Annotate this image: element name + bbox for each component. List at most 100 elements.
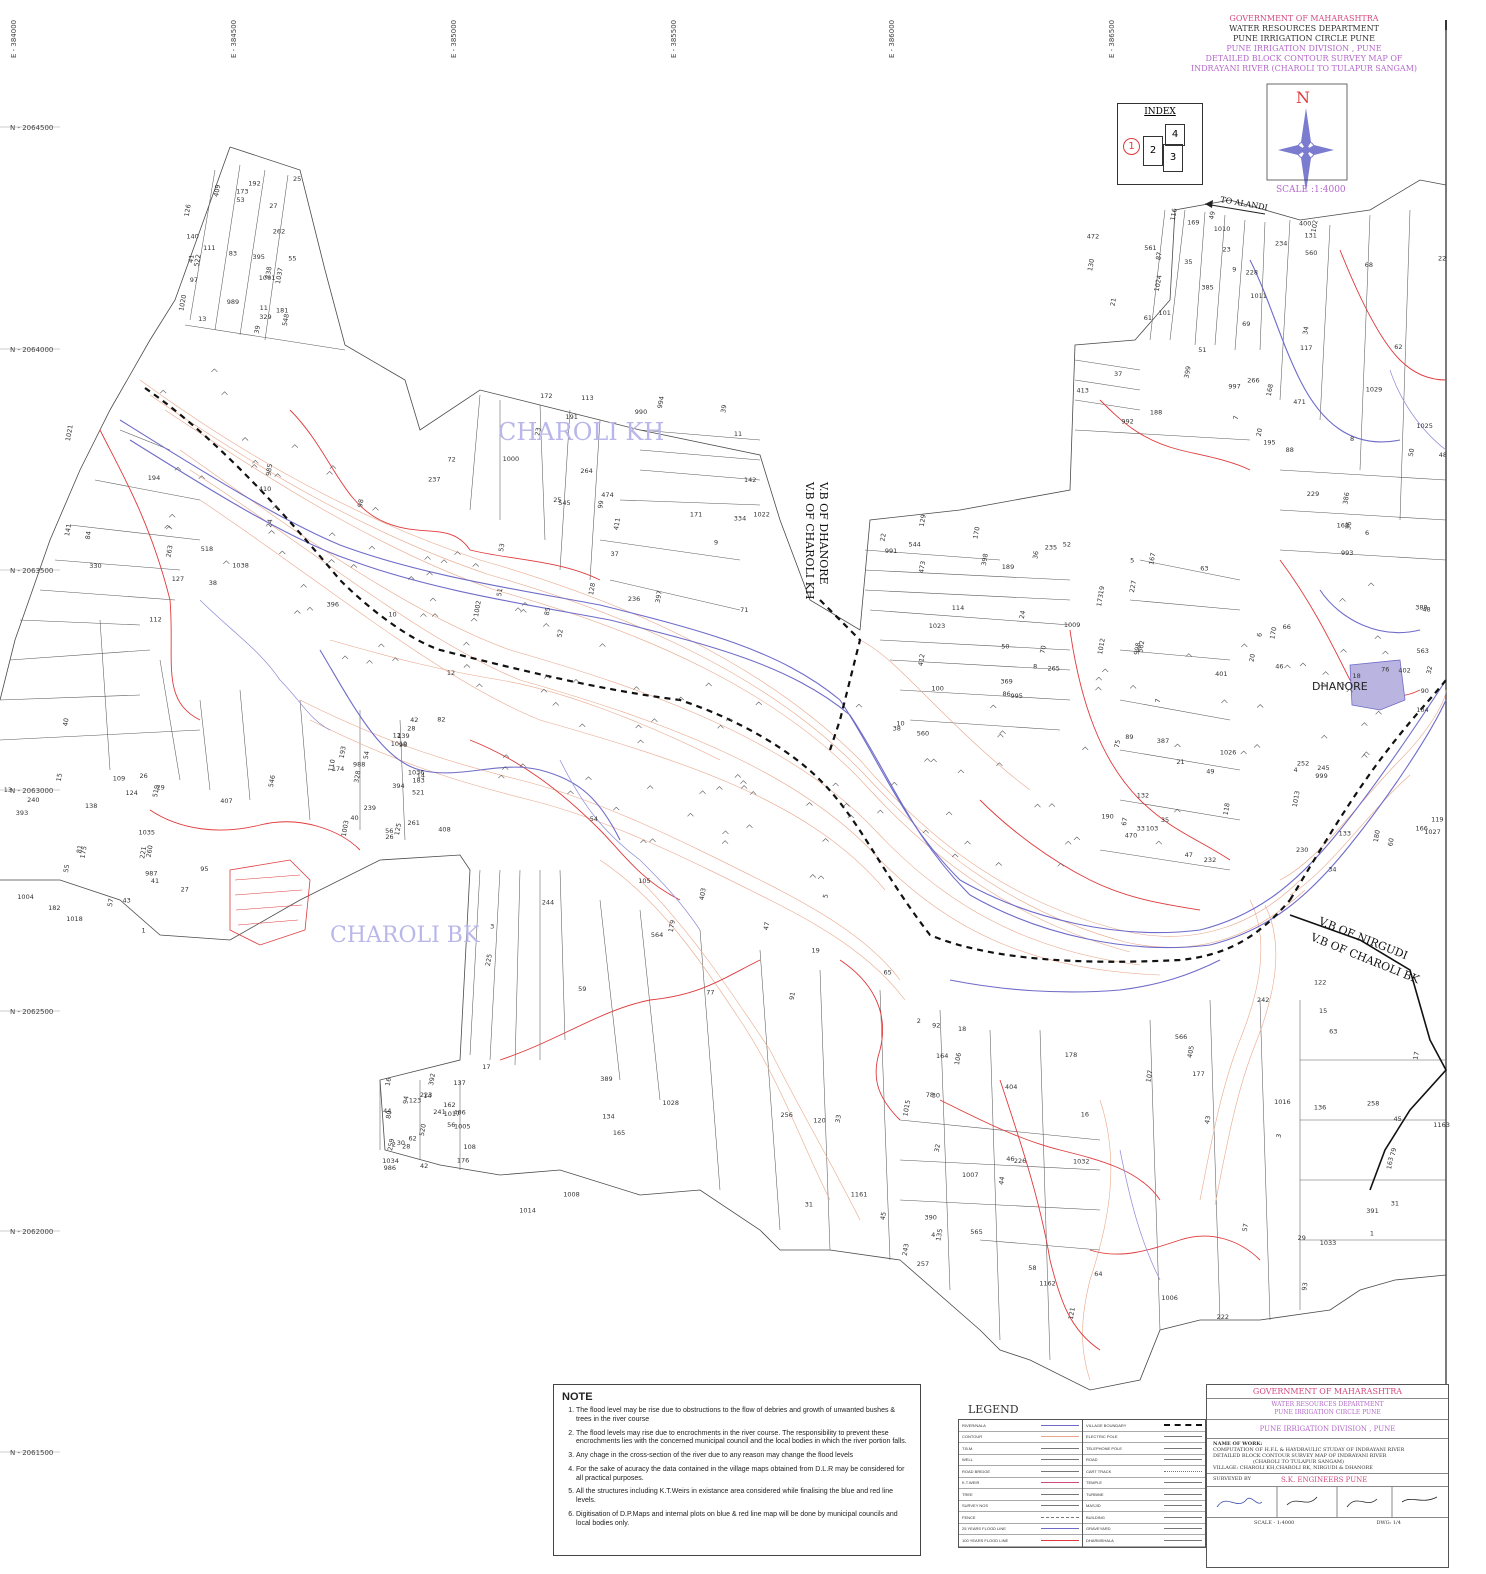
plot-number: 98 [356, 498, 365, 508]
tree-icon [378, 643, 385, 648]
legend-label: CONTOUR [962, 1434, 983, 1440]
hatched-patch [229, 859, 311, 946]
plot-number: 31 [1391, 1200, 1399, 1208]
plot-number: 39 [253, 325, 262, 335]
plot-number: 227 [1128, 580, 1138, 594]
northing-label: N - 2062500 [10, 1008, 53, 1016]
plot-number: 179 [667, 919, 677, 933]
tree-icon [1155, 840, 1163, 845]
plot-number: 20 [1255, 428, 1264, 438]
legend-row: DHARMSHALA [1083, 1535, 1205, 1547]
plot-number: 90 [1421, 687, 1429, 695]
plot-number: 17 [482, 1063, 490, 1071]
tree-icon [995, 862, 1002, 866]
plot-number: 401 [1215, 670, 1227, 678]
tree-icon [1375, 710, 1382, 715]
plot-number: 105 [638, 877, 650, 885]
plot-number: 170 [1268, 626, 1278, 640]
tb-surveyed-label: SURVEYED BY [1213, 1476, 1251, 1482]
easting-label: E - 386000 [888, 20, 896, 58]
plot-number: 62 [409, 1134, 417, 1142]
plot-number: 258 [1367, 1099, 1379, 1107]
plot-number: 9 [1232, 266, 1236, 274]
legend-label: RIVER/NALA [962, 1422, 986, 1428]
tree-icon [687, 812, 694, 817]
plot-number: 1021 [64, 424, 75, 442]
plot-number: 521 [412, 788, 424, 796]
tree-icon [241, 437, 249, 441]
plot-number: 260 [145, 845, 155, 859]
plot-number: 40 [61, 717, 70, 727]
plot-number: 195 [1263, 439, 1275, 447]
plot-number: 1163 [1433, 1121, 1450, 1129]
village-charoli-kh: CHAROLI KH [498, 418, 664, 446]
plot-number: 75 [1113, 739, 1122, 749]
plot-number: 16 [384, 1077, 393, 1087]
plot-number: 392 [427, 1073, 437, 1087]
tree-icon [392, 657, 399, 662]
tree-icon [498, 774, 505, 779]
tree-icon [1129, 684, 1137, 689]
plot-number: 37 [1114, 370, 1122, 378]
north-arrow-frame [1266, 83, 1348, 181]
note-item: Digitisation of D.P.Maps and internal pl… [576, 1511, 912, 1529]
plot-number: 53 [236, 196, 244, 204]
plot-number: 29 [157, 783, 165, 791]
plot-number: 1027 [1424, 828, 1441, 836]
tree-icon [520, 608, 527, 613]
plot-number: 57 [1241, 1223, 1250, 1233]
plot-number: 88 [1286, 446, 1294, 454]
easting-label: E - 385000 [450, 20, 458, 58]
plot-number: 242 [1257, 996, 1269, 1004]
plot-number: 118 [1222, 802, 1232, 816]
plot-number: 188 [1150, 409, 1162, 417]
tree-icon [1057, 862, 1064, 867]
plot-number: 59 [578, 985, 586, 993]
plot-number: 132 [1137, 792, 1149, 800]
plot-number: 31 [805, 1200, 813, 1208]
plot-number: 1004 [17, 893, 34, 901]
plot-number: 400 [1299, 220, 1311, 228]
plot-number: 16 [1081, 1111, 1089, 1119]
plot-number: 229 [1307, 490, 1319, 498]
plot-number: 26 [140, 772, 148, 780]
plot-number: 237 [428, 476, 440, 484]
plot-number: 999 [1315, 772, 1327, 780]
plot-number: 2 [392, 1140, 396, 1148]
plot-number: 128 [587, 582, 597, 596]
tree-icon [424, 556, 431, 560]
legend-row: TREE [959, 1489, 1082, 1501]
tree-icon [749, 791, 757, 795]
grid-labels: E - 384000 E - 384500 E - 385000 E - 385… [10, 20, 1116, 1457]
plot-number: 181 [276, 307, 288, 315]
tree-icon [1101, 668, 1109, 673]
northing-label: N - 2064500 [10, 124, 53, 132]
tb-division: PUNE IRRIGATION DIVISION , PUNE [1207, 1420, 1448, 1439]
tree-icon [501, 766, 509, 770]
header-line: INDRAYANI RIVER (CHAROLI TO TULAPUR SANG… [1190, 64, 1418, 73]
plot-number: 101 [1159, 309, 1171, 317]
tb-now-line: (CHAROLI TO TULAPUR SANGAM) [1253, 1459, 1344, 1465]
northing-label: N - 2063000 [10, 787, 53, 795]
plot-number: 12 [393, 731, 401, 739]
plot-number: 985 [264, 463, 274, 477]
plot-number: 117 [1300, 344, 1312, 352]
tree-icon [1241, 643, 1248, 648]
plot-number: 40 [350, 814, 358, 822]
plot-number: 397 [654, 590, 664, 604]
map-header: GOVERNMENT OF MAHARASHTRA WATER RESOURCE… [1176, 14, 1432, 74]
legend-label: T.B.M. [962, 1445, 974, 1451]
plot-number: 520 [418, 1123, 428, 1137]
tree-icon [350, 564, 358, 568]
plot-number: 1014 [519, 1206, 536, 1214]
plot-number: 58 [1028, 1264, 1036, 1272]
tree-icon [740, 785, 748, 789]
plot-number: 182 [48, 904, 60, 912]
tree-icon [1095, 676, 1103, 681]
plot-number: 39 [719, 404, 728, 414]
plot-number: 46 [1275, 662, 1283, 670]
plot-number: 168 [1265, 383, 1275, 397]
tree-icon [1322, 671, 1329, 675]
note-item: Any chage in the cross-section of the ri… [576, 1452, 912, 1461]
plot-number: 63 [1200, 564, 1208, 572]
